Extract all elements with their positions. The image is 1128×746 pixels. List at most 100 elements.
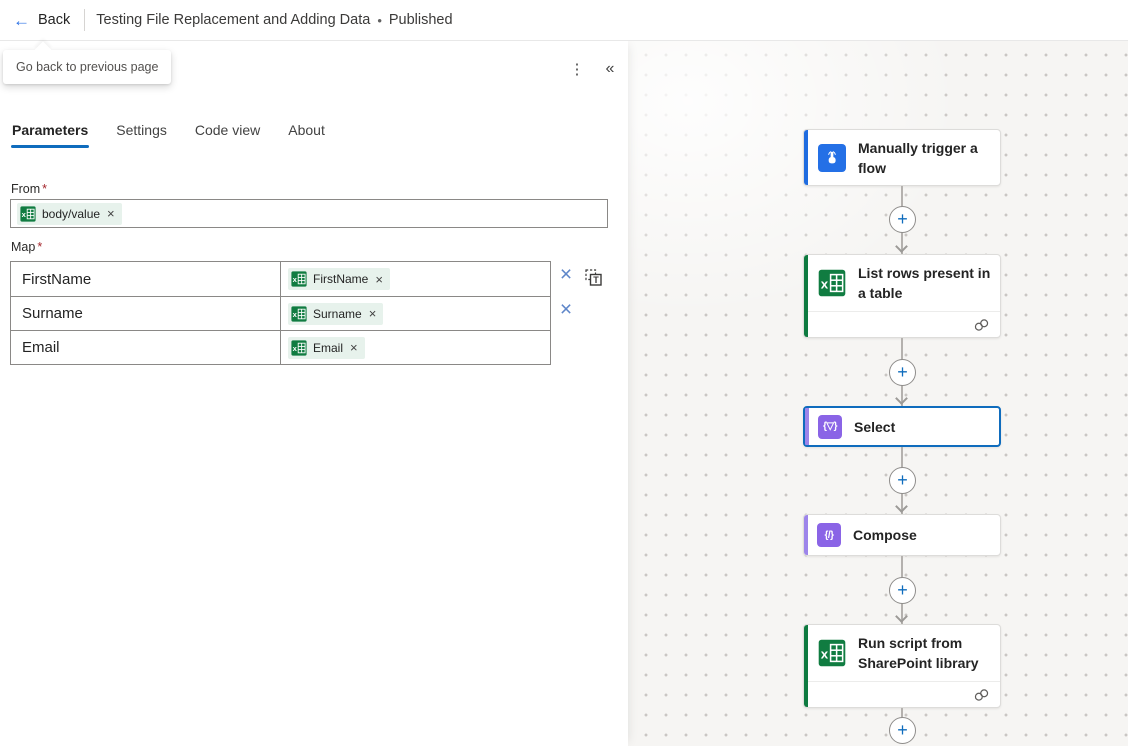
flow-canvas[interactable]: Manually trigger a flow + x List rows pr… [628,41,1128,746]
map-field-label: Map* [11,240,43,254]
flow-node-list-rows-present-in-a-table[interactable]: x List rows present in a table [803,254,1001,338]
from-input[interactable]: x body/value × [10,199,608,228]
connector-line [901,708,903,718]
map-value-input[interactable]: x Email × [281,331,550,364]
token-label: body/value [42,206,101,221]
back-arrow-icon: ← [13,10,30,30]
delete-map-row-button[interactable]: × [555,299,577,321]
token-body-value[interactable]: x body/value × [17,202,122,225]
arrow-down-icon [895,240,908,253]
token-firstname[interactable]: x FirstName × [288,268,390,290]
flow-node-compose[interactable]: {/} Compose [803,514,1001,556]
back-button[interactable]: ← Back [13,12,70,29]
back-tooltip: Go back to previous page [3,41,172,84]
connector: + [803,338,1001,406]
delete-map-row-button[interactable]: × [555,264,577,286]
node-title: Manually trigger a flow [858,139,978,176]
data-operation-accent-bar [805,408,809,445]
excel-icon: x [818,269,846,297]
node-title: List rows present in a table [858,265,991,301]
connector: + [803,447,1001,514]
token-email[interactable]: x Email × [288,336,365,359]
excel-icon: x [818,639,846,667]
trigger-accent-bar [804,130,808,185]
tab-parameters[interactable]: Parameters [11,122,90,148]
insert-step-button[interactable]: + [889,577,916,604]
map-row: Surname x Surname × [11,296,550,330]
flow-node-run-script-from-sharepoint-library[interactable]: x Run script from SharePoint library [803,624,1001,708]
token-remove-icon[interactable]: × [350,340,358,355]
excel-accent-bar [804,255,808,337]
arrow-down-icon [895,610,908,623]
excel-icon: x [291,339,307,356]
from-field-label: From* [11,182,48,196]
tooltip-text: Go back to previous page [16,60,159,74]
token-label: FirstName [313,272,369,286]
topbar-divider [84,9,86,31]
map-key-input[interactable]: FirstName [11,262,281,296]
node-title: Compose [853,527,917,543]
panel-tabs: Parameters Settings Code view About [11,122,326,148]
insert-step-button[interactable]: + [889,467,916,494]
svg-text:x: x [293,344,298,353]
excel-icon: x [20,205,36,222]
svg-text:T: T [593,275,599,285]
excel-icon: x [291,305,307,322]
flow-node-manually-trigger-a-flow[interactable]: Manually trigger a flow [803,129,1001,186]
flow-node-select[interactable]: {▽} Select [803,406,1001,447]
token-remove-icon[interactable]: × [375,271,383,287]
map-row: FirstName x FirstName × [11,262,550,296]
map-key-input[interactable]: Surname [11,297,281,330]
arrow-down-icon [895,392,908,405]
tab-code-view[interactable]: Code view [194,122,261,148]
flow-title: Testing File Replacement and Adding Data [96,12,371,28]
svg-text:x: x [821,277,829,292]
connector: + [803,186,1001,254]
arrow-down-icon [895,500,908,513]
select-operation-icon: {▽} [818,414,842,439]
insert-step-button[interactable]: + [889,717,916,744]
node-title: Select [854,418,896,435]
connection-icon [974,689,989,701]
node-footer [804,681,1000,708]
flow-status: Published [388,12,453,28]
token-label: Surname [313,306,362,321]
required-asterisk: * [37,240,43,254]
map-table: FirstName x FirstName × Surn [10,261,551,365]
manual-trigger-icon [818,143,846,172]
insert-step-button[interactable]: + [889,359,916,386]
required-asterisk: * [42,182,48,196]
collapse-panel-icon[interactable]: « [598,57,622,81]
connection-icon [974,319,989,331]
insert-step-button[interactable]: + [889,206,916,233]
token-remove-icon[interactable]: × [368,306,377,321]
title-bullet: • [377,12,382,28]
token-remove-icon[interactable]: × [107,206,115,221]
svg-text:x: x [293,275,298,284]
node-footer [804,311,1000,338]
excel-icon: x [291,271,307,287]
tab-settings[interactable]: Settings [115,122,168,148]
token-label: Email [313,340,344,355]
back-label: Back [38,12,71,28]
token-surname[interactable]: x Surname × [288,302,384,325]
svg-text:x: x [22,210,27,219]
tab-about[interactable]: About [287,122,326,148]
flow-title-bar: Testing File Replacement and Adding Data… [96,12,452,28]
connector: + [803,556,1001,624]
excel-accent-bar [804,625,808,707]
action-parameters-panel: ⋮ « Parameters Settings Code view About … [0,41,628,746]
map-row: Email x Email × [11,330,550,364]
svg-text:x: x [821,647,829,662]
svg-text:x: x [293,310,298,319]
data-operation-accent-bar [804,515,808,555]
connector: + [803,708,1001,746]
top-bar: ← Back Testing File Replacement and Addi… [0,0,1128,41]
node-title: Run script from SharePoint library [858,635,979,671]
map-value-input[interactable]: x FirstName × [281,262,550,296]
more-options-icon[interactable]: ⋮ [566,57,588,81]
map-value-input[interactable]: x Surname × [281,297,550,330]
compose-operation-icon: {/} [817,523,841,547]
map-key-input[interactable]: Email [11,331,281,364]
switch-to-text-mode-icon[interactable]: T [583,267,604,288]
